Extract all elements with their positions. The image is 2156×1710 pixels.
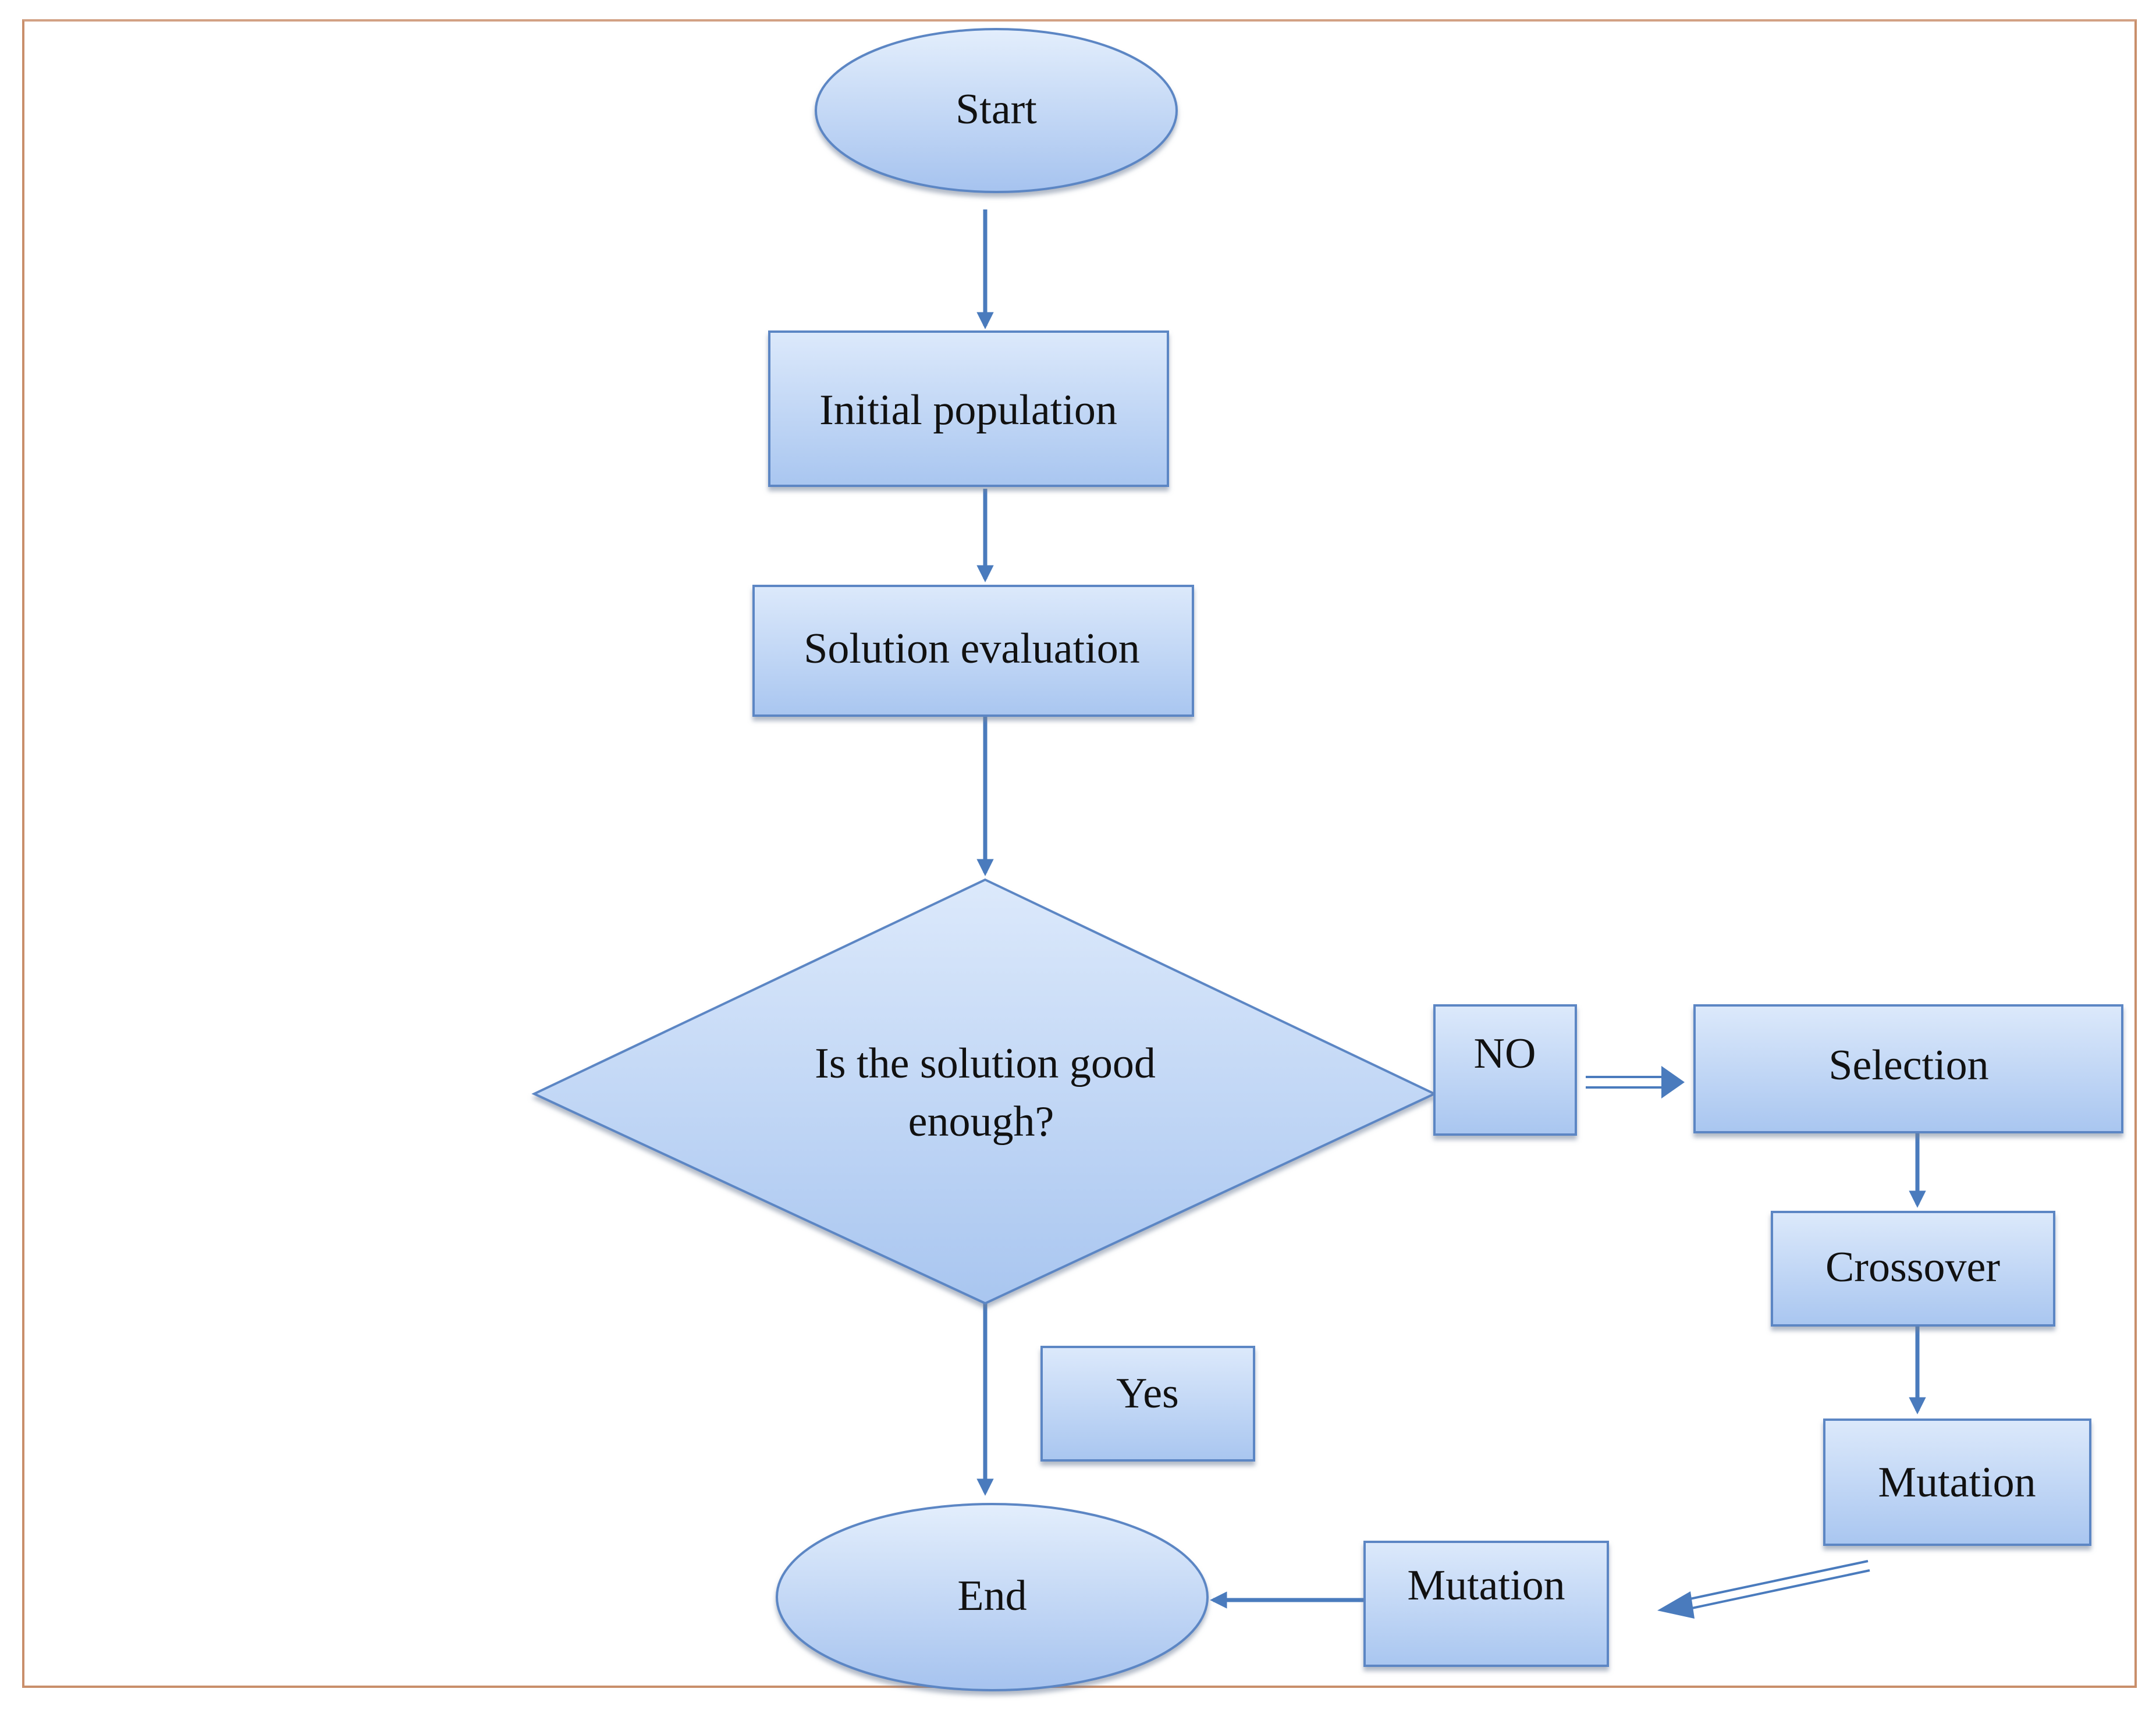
- decision-diamond: [531, 878, 1437, 1305]
- end-node: [776, 1503, 1209, 1691]
- crossover-box: [1771, 1211, 2055, 1327]
- double-arrow-mutation-to-mutation-2: [1657, 1560, 1870, 1619]
- yes-label: Yes: [1116, 1370, 1179, 1417]
- decision-label-line2: enough?: [908, 1098, 1054, 1146]
- start-node: [815, 28, 1178, 193]
- solution-evaluation-box: [752, 585, 1194, 717]
- mutation-box: [1823, 1419, 2091, 1546]
- mutation-2-label: Mutation: [1407, 1562, 1565, 1609]
- initial-population-label: Initial population: [819, 386, 1117, 434]
- selection-box: [1693, 1004, 2123, 1133]
- no-label-box: [1433, 1004, 1577, 1136]
- diagram-frame: [22, 19, 2137, 1688]
- initial-population-box: [768, 330, 1169, 487]
- selection-label: Selection: [1828, 1041, 1988, 1089]
- no-label: NO: [1474, 1030, 1536, 1078]
- connectors: [976, 209, 1926, 1609]
- mutation-2-box: [1363, 1541, 1609, 1667]
- yes-label-box: [1040, 1346, 1255, 1462]
- mutation-label: Mutation: [1878, 1459, 2036, 1506]
- double-arrow-no-to-selection: [1586, 1066, 1685, 1098]
- end-label: End: [957, 1572, 1027, 1620]
- crossover-label: Crossover: [1825, 1243, 2000, 1291]
- solution-evaluation-label: Solution evaluation: [804, 625, 1140, 673]
- decision-label-line1: Is the solution good: [815, 1040, 1156, 1087]
- start-label: Start: [956, 86, 1037, 133]
